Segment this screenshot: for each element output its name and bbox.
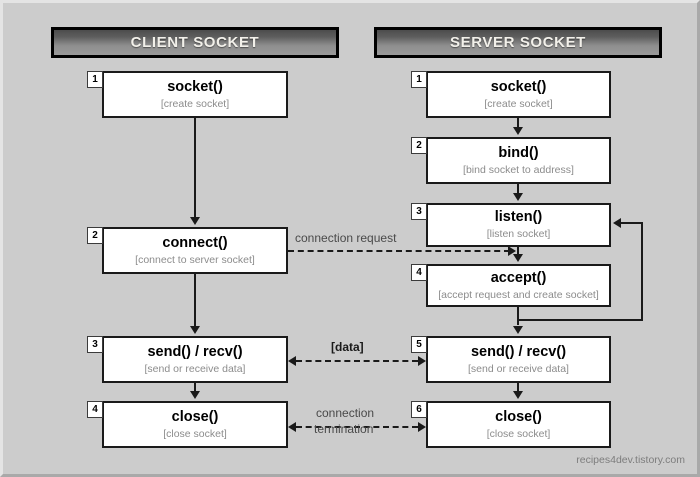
- client-step-socket-number: 1: [87, 71, 103, 88]
- server-step-close-number: 6: [411, 401, 427, 418]
- connection-termination-arrow-left: [288, 422, 296, 432]
- data-exchange-arrow-right: [418, 356, 426, 366]
- server-loopback-bottom-segment: [517, 319, 643, 321]
- client-step-send-recv-number: 3: [87, 336, 103, 353]
- client-step-close[interactable]: close() [close socket]: [102, 401, 288, 448]
- data-exchange-arrow-left: [288, 356, 296, 366]
- server-step-accept-number: 4: [411, 264, 427, 281]
- server-step-bind-subtitle: [bind socket to address]: [463, 163, 574, 176]
- server-arrow-sendrecv-to-close: [513, 391, 523, 399]
- server-step-send-recv[interactable]: send() / recv() [send or receive data]: [426, 336, 611, 383]
- client-connector-sendrecv-to-close: [194, 383, 196, 393]
- server-loopback-arrow-into-listen: [613, 218, 621, 228]
- server-step-listen-title: listen(): [494, 209, 543, 226]
- client-step-send-recv-subtitle: [send or receive data]: [144, 362, 246, 375]
- connection-termination-line: [296, 426, 418, 428]
- client-step-connect-title: connect(): [162, 234, 228, 251]
- server-step-socket-number: 1: [411, 71, 427, 88]
- client-step-socket-title: socket(): [167, 78, 223, 95]
- data-exchange-label: [data]: [331, 340, 364, 354]
- connection-request-line: [288, 250, 510, 252]
- connection-termination-arrow-right: [418, 422, 426, 432]
- server-banner-label: SERVER SOCKET: [450, 34, 586, 51]
- server-step-bind[interactable]: bind() [bind socket to address]: [426, 137, 611, 184]
- server-connector-socket-to-bind: [517, 118, 519, 129]
- server-connector-listen-to-accept: [517, 247, 519, 256]
- client-step-send-recv-title: send() / recv(): [147, 343, 243, 360]
- server-step-send-recv-title: send() / recv(): [470, 343, 567, 360]
- server-arrow-listen-to-accept: [513, 254, 523, 262]
- client-step-send-recv[interactable]: send() / recv() [send or receive data]: [102, 336, 288, 383]
- server-step-close[interactable]: close() [close socket]: [426, 401, 611, 448]
- connection-request-label: connection request: [295, 231, 397, 245]
- server-step-socket-title: socket(): [490, 78, 547, 95]
- connection-request-arrow: [508, 246, 516, 256]
- server-step-bind-number: 2: [411, 137, 427, 154]
- client-arrow-connect-to-sendrecv: [190, 326, 200, 334]
- server-step-accept[interactable]: accept() [accept request and create sock…: [426, 264, 611, 307]
- client-step-connect[interactable]: connect() [connect to server socket]: [102, 227, 288, 274]
- server-step-listen-number: 3: [411, 203, 427, 220]
- client-arrow-socket-to-connect: [190, 217, 200, 225]
- data-exchange-line: [296, 360, 418, 362]
- connection-termination-label-line2: termination: [314, 422, 374, 436]
- server-step-listen-subtitle: [listen socket]: [486, 228, 551, 241]
- server-arrow-accept-to-sendrecv: [513, 326, 523, 334]
- client-step-close-number: 4: [87, 401, 103, 418]
- server-step-socket[interactable]: socket() [create socket]: [426, 71, 611, 118]
- server-step-accept-title: accept(): [490, 269, 547, 286]
- server-step-socket-subtitle: [create socket]: [484, 97, 553, 110]
- client-column-banner: CLIENT SOCKET: [51, 27, 339, 58]
- client-banner-label: CLIENT SOCKET: [130, 34, 260, 51]
- server-step-accept-subtitle: [accept request and create socket]: [438, 288, 599, 301]
- watermark: recipes4dev.tistory.com: [576, 454, 685, 466]
- client-step-connect-number: 2: [87, 227, 103, 244]
- server-step-bind-title: bind(): [498, 144, 539, 161]
- client-step-socket[interactable]: socket() [create socket]: [102, 71, 288, 118]
- client-step-socket-subtitle: [create socket]: [160, 97, 230, 110]
- client-arrow-sendrecv-to-close: [190, 391, 200, 399]
- client-step-close-subtitle: [close socket]: [163, 427, 227, 440]
- client-connector-socket-to-connect: [194, 118, 196, 219]
- server-loopback-right-segment: [641, 222, 643, 321]
- client-connector-connect-to-sendrecv: [194, 274, 196, 328]
- server-step-send-recv-subtitle: [send or receive data]: [468, 362, 569, 375]
- server-connector-sendrecv-to-close: [517, 383, 519, 393]
- server-loopback-top-segment: [621, 222, 643, 224]
- server-step-close-title: close(): [495, 408, 542, 425]
- server-arrow-socket-to-bind: [513, 127, 523, 135]
- server-connector-bind-to-listen: [517, 184, 519, 195]
- server-step-listen[interactable]: listen() [listen socket]: [426, 203, 611, 247]
- server-column-banner: SERVER SOCKET: [374, 27, 662, 58]
- server-arrow-bind-to-listen: [513, 193, 523, 201]
- connection-termination-label-line1: connection: [316, 406, 375, 420]
- server-step-send-recv-number: 5: [411, 336, 427, 353]
- client-step-connect-subtitle: [connect to server socket]: [135, 253, 255, 266]
- server-step-close-subtitle: [close socket]: [486, 427, 551, 440]
- server-connector-accept-to-sendrecv: [517, 307, 519, 325]
- client-step-close-title: close(): [171, 408, 219, 425]
